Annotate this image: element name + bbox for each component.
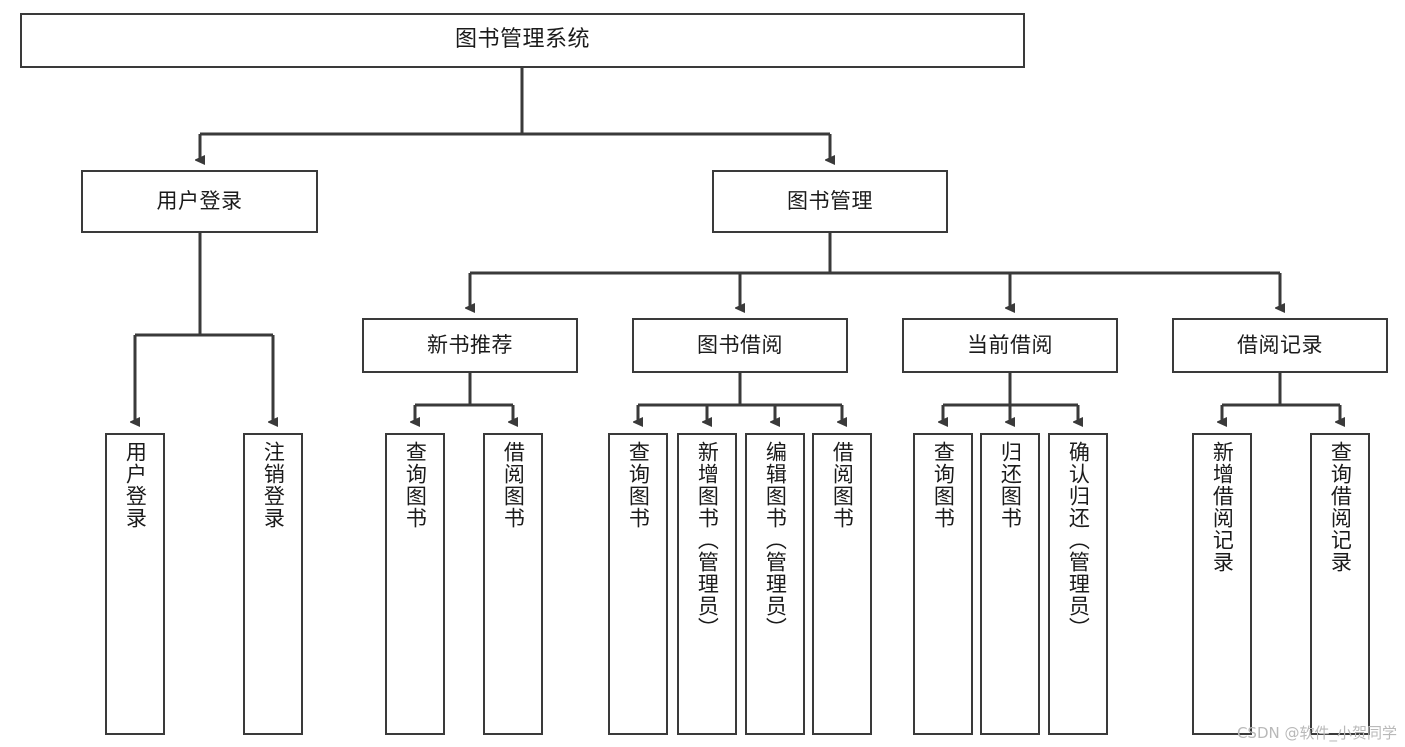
- node-label: 新增借阅记录: [1210, 441, 1235, 573]
- node-book-management[interactable]: 图书管理: [712, 170, 948, 233]
- node-leaf-confirm-return-admin[interactable]: 确认归还（管理员）: [1048, 433, 1108, 735]
- node-label: 借阅图书: [501, 441, 526, 529]
- node-label: 用户登录: [123, 441, 148, 529]
- node-label: 当前借阅: [967, 332, 1053, 357]
- node-new-book-recommendation[interactable]: 新书推荐: [362, 318, 578, 373]
- node-label: 借阅图书: [830, 441, 855, 529]
- node-label: 注销登录: [261, 441, 286, 529]
- node-label: 查询借阅记录: [1328, 441, 1353, 573]
- csdn-watermark: CSDN @软件_小贺同学: [1236, 724, 1397, 742]
- node-label: 确认归还（管理员）: [1066, 441, 1091, 639]
- node-leaf-query-books-borrow[interactable]: 查询图书: [608, 433, 668, 735]
- node-label: 查询图书: [931, 441, 956, 529]
- node-leaf-logout[interactable]: 注销登录: [243, 433, 303, 735]
- node-book-borrowing[interactable]: 图书借阅: [632, 318, 848, 373]
- node-label: 新增图书（管理员）: [695, 441, 720, 639]
- node-label: 归还图书: [998, 441, 1023, 529]
- node-leaf-borrow-books-newbook[interactable]: 借阅图书: [483, 433, 543, 735]
- node-user-login[interactable]: 用户登录: [81, 170, 318, 233]
- node-leaf-return-books[interactable]: 归还图书: [980, 433, 1040, 735]
- node-label: 图书借阅: [697, 332, 783, 357]
- node-leaf-query-books-newbook[interactable]: 查询图书: [385, 433, 445, 735]
- node-borrowing-records[interactable]: 借阅记录: [1172, 318, 1388, 373]
- node-label: 用户登录: [156, 188, 243, 213]
- node-current-borrowing[interactable]: 当前借阅: [902, 318, 1118, 373]
- node-label: 图书管理系统: [454, 27, 590, 53]
- node-root-book-management-system[interactable]: 图书管理系统: [20, 13, 1025, 68]
- node-label: 编辑图书（管理员）: [763, 441, 788, 639]
- node-leaf-query-borrow-record[interactable]: 查询借阅记录: [1310, 433, 1370, 735]
- node-label: 图书管理: [787, 188, 873, 213]
- node-label: 查询图书: [403, 441, 428, 529]
- node-leaf-add-borrow-record[interactable]: 新增借阅记录: [1192, 433, 1252, 735]
- node-leaf-query-books-current[interactable]: 查询图书: [913, 433, 973, 735]
- node-label: 借阅记录: [1237, 332, 1323, 357]
- node-leaf-add-book-admin[interactable]: 新增图书（管理员）: [677, 433, 737, 735]
- node-leaf-borrow-books[interactable]: 借阅图书: [812, 433, 872, 735]
- node-label: 查询图书: [626, 441, 651, 529]
- node-leaf-edit-book-admin[interactable]: 编辑图书（管理员）: [745, 433, 805, 735]
- node-label: 新书推荐: [427, 332, 513, 357]
- node-leaf-user-login[interactable]: 用户登录: [105, 433, 165, 735]
